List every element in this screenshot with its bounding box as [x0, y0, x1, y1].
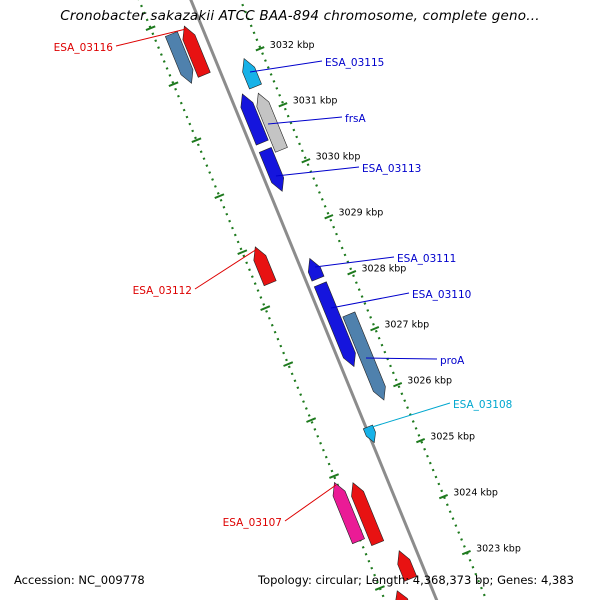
leader-line — [275, 166, 360, 177]
leader-line — [330, 292, 410, 309]
kbp-tick — [438, 494, 449, 500]
gene-label-frsA[interactable]: frsA — [345, 113, 366, 125]
kbp-tick — [283, 361, 294, 367]
gene-arrow-ESA_03112[interactable] — [249, 244, 277, 287]
kbp-tick — [370, 326, 380, 332]
kbp-tick — [191, 137, 202, 143]
gene-label-ESA_03111[interactable]: ESA_03111 — [397, 253, 456, 265]
kbp-tick — [145, 25, 156, 32]
gene-arrow-unlabeled[interactable] — [236, 91, 269, 146]
gene-label-ESA_03112[interactable]: ESA_03112 — [133, 285, 192, 297]
kbp-tick — [329, 473, 340, 479]
kbp-tick — [214, 193, 225, 199]
leader-line — [194, 248, 258, 290]
gene-arrow-unlabeled[interactable] — [164, 31, 197, 86]
kbp-label: 3027 kbp — [384, 320, 429, 331]
kbp-label: 3028 kbp — [362, 264, 407, 275]
ruler-dotted-line-left — [123, 0, 417, 600]
kbp-tick — [301, 158, 311, 164]
kbp-label: 3032 kbp — [270, 40, 315, 51]
gene-label-ESA_03110[interactable]: ESA_03110 — [412, 289, 471, 301]
gene-arrow-ESA_03108[interactable] — [362, 424, 379, 444]
gene-arrow-unlabeled[interactable] — [347, 480, 385, 547]
gene-label-ESA_03107[interactable]: ESA_03107 — [223, 517, 282, 529]
gene-arrow-ESA_03110[interactable] — [313, 281, 360, 369]
ruler-dotted-line-right — [210, 0, 504, 600]
leader-line — [249, 60, 323, 73]
gene-arrow-ESA_03115[interactable] — [238, 56, 262, 90]
kbp-tick — [260, 305, 271, 311]
rotated-track-group — [123, 0, 504, 600]
gene-arrow-ESA_03107[interactable] — [328, 480, 365, 545]
kbp-tick — [461, 549, 471, 556]
kbp-tick — [393, 382, 403, 388]
kbp-label: 3031 kbp — [293, 96, 338, 107]
gene-arrow-unlabeled[interactable] — [391, 588, 411, 600]
topology-text: Topology: circular; Length: 4,368,373 bp… — [258, 573, 574, 587]
leader-line — [267, 116, 343, 125]
gene-label-ESA_03115[interactable]: ESA_03115 — [325, 57, 384, 69]
gene-arrow-unlabeled[interactable] — [393, 548, 418, 582]
gene-arrow-ESA_03113[interactable] — [258, 147, 288, 193]
gene-label-ESA_03108[interactable]: ESA_03108 — [453, 399, 512, 411]
kbp-tick — [306, 417, 317, 423]
kbp-label: 3026 kbp — [407, 376, 452, 387]
map-title: Cronobacter sakazakii ATCC BAA-894 chrom… — [60, 8, 540, 24]
kbp-tick — [255, 46, 265, 52]
kbp-tick — [324, 214, 334, 220]
kbp-tick — [347, 270, 357, 276]
gene-arrow-frsA[interactable] — [252, 91, 288, 153]
leader-line — [371, 402, 451, 428]
leader-line — [115, 28, 187, 47]
kbp-tick — [374, 585, 385, 591]
gene-arrow-ESA_03116[interactable] — [178, 24, 211, 78]
kbp-label: 3030 kbp — [316, 152, 361, 163]
gene-label-proA[interactable]: proA — [440, 355, 465, 367]
gene-arrow-proA[interactable] — [342, 311, 390, 403]
kbp-tick — [278, 102, 288, 108]
kbp-tick — [168, 81, 179, 87]
gene-arrow-ESA_03111[interactable] — [304, 256, 325, 282]
chromosome-backbone — [167, 0, 462, 600]
leader-line — [284, 484, 337, 522]
kbp-label: 3029 kbp — [339, 208, 384, 219]
gene-label-ESA_03113[interactable]: ESA_03113 — [362, 163, 421, 175]
accession-text: Accession: NC_009778 — [14, 573, 145, 587]
kbp-tick — [237, 249, 248, 255]
leader-line — [314, 256, 395, 268]
kbp-label: 3024 kbp — [453, 488, 498, 499]
gene-label-ESA_03116[interactable]: ESA_03116 — [54, 42, 114, 54]
kbp-label: 3025 kbp — [430, 432, 475, 443]
leader-line — [365, 357, 438, 360]
kbp-label: 3023 kbp — [476, 544, 521, 555]
kbp-tick — [416, 438, 426, 444]
